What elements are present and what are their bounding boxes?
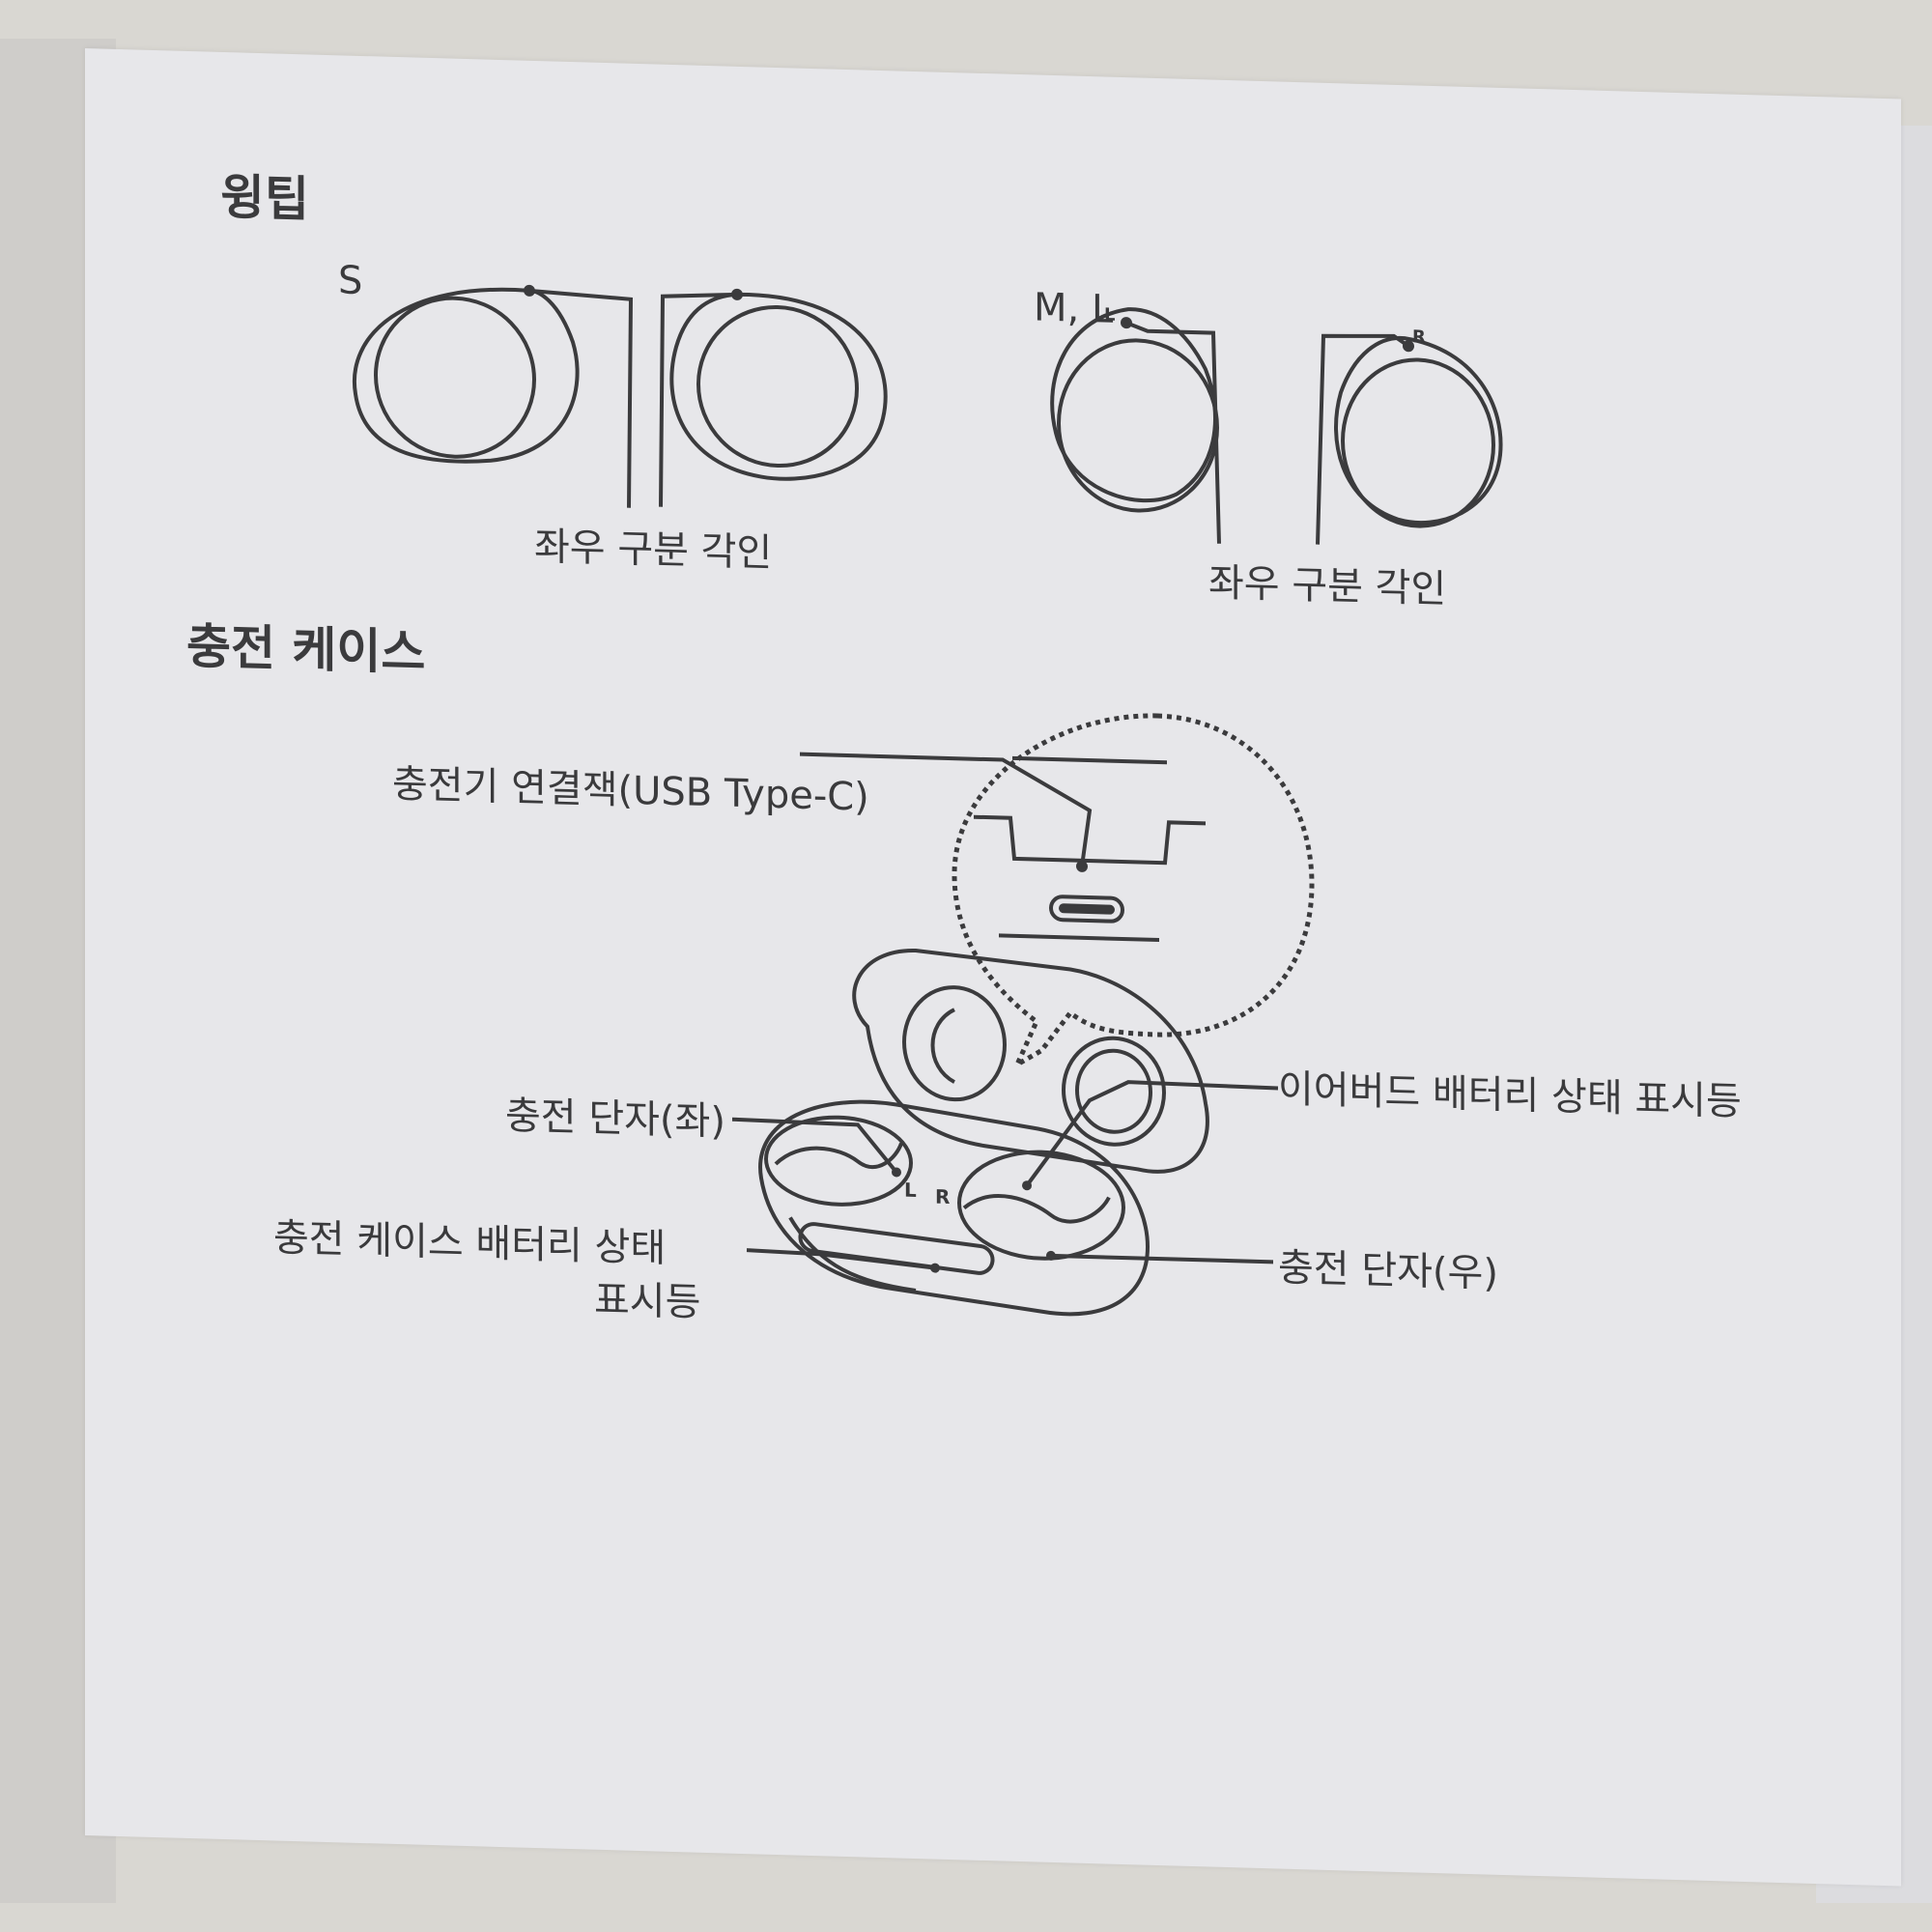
engraving-leader-small-left: [528, 288, 634, 508]
case-base: [758, 1099, 1151, 1317]
terminal-right-leader-line: [1051, 1253, 1273, 1264]
manual-page: 윙팁 S M, L: [85, 48, 1901, 1887]
case-marker-left: L: [904, 1178, 917, 1203]
charging-case-illustration: [731, 713, 1315, 1317]
wingtip-small-left-drawing: [352, 287, 580, 464]
lid-cup-right: [1062, 1036, 1166, 1147]
earbud-indicator-leader-line: [1025, 1080, 1279, 1187]
wingtip-small-right-drawing: [669, 292, 888, 481]
engraving-dot-large-right: [1403, 340, 1414, 353]
wingtip-illustration: [352, 284, 1503, 545]
engraving-dot-small-right: [731, 288, 743, 300]
engraving-dot-small-left: [524, 284, 535, 297]
engraving-dot-large-left: [1121, 317, 1132, 329]
case-indicator-leader-line: [746, 1248, 936, 1270]
case-lid: [852, 949, 1209, 1174]
base-well-right: [957, 1150, 1125, 1261]
wingtip-large-right-drawing: [1334, 335, 1503, 528]
base-well-left: [764, 1115, 913, 1207]
case-marker-right: R: [935, 1184, 951, 1209]
terminal-left-leader-line: [731, 1117, 898, 1174]
lid-cup-left: [902, 985, 1007, 1102]
usb-port-magnifier: [952, 713, 1315, 1071]
usb-leader-line: [800, 752, 1093, 867]
engraving-leader-large-right: [1316, 333, 1410, 545]
engraving-leader-small-right: [659, 292, 738, 507]
engraving-leader-large-left: [1125, 321, 1221, 544]
